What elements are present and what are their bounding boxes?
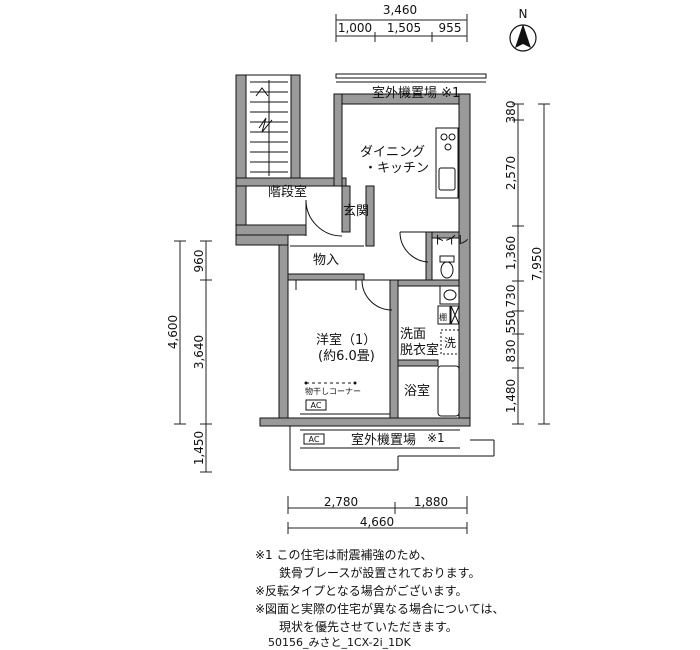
label-outdoor-unit-top: 室外機置場 ※1 [372,85,460,101]
label-shelf: 棚 [439,312,447,322]
label-toilet: トイレ [433,233,469,247]
dim-right-part-7: 1,480 [504,379,518,413]
dim-top-part-1: 1,000 [338,21,372,35]
dim-left-part-1: 960 [192,250,206,273]
balcony-top: 室外機置場 ※1 [335,73,487,101]
footnote-2: 鉄骨ブレースが設置されております。 [255,566,481,580]
label-dining-kitchen-2: ・キッチン [364,161,429,176]
storage: 物入 [290,245,364,290]
washroom: 洗面 脱衣室 棚 洗 [400,285,460,358]
dim-top-part-3: 955 [439,21,462,35]
dim-right-part-6: 830 [504,340,518,363]
apartment-walls [235,93,471,427]
washer-icon [440,329,460,355]
dim-bottom-part-1: 2,780 [324,495,358,509]
label-drying-corner: 物干しコーナー [305,386,361,396]
label-western-room-1: 洋室（1） [316,332,376,348]
toilet: トイレ [399,231,469,279]
bottom-dimensions: 2,780 1,880 4,660 [287,495,468,534]
dim-right-part-2: 2,570 [504,156,518,190]
dim-right-part-4: 730 [504,285,518,308]
right-dimensions: 380 2,570 1,360 730 550 830 1,480 7,950 [504,101,550,425]
dim-right-total: 7,950 [530,247,544,281]
label-outdoor-unit-bottom-note: ※1 [427,431,445,445]
label-dining-kitchen-1: ダイニング [360,145,425,160]
dim-left-part-2: 3,640 [192,335,206,369]
stairwell: 階段室 [235,74,347,236]
label-western-room-2: (約6.0畳) [318,349,375,364]
bathroom: 浴室 [404,365,460,417]
label-bathroom: 浴室 [404,383,430,399]
plan-code: 50156_みさと_1CX-2i_1DK [268,636,411,649]
label-stairwell: 階段室 [268,184,307,200]
top-dimensions: 3,460 1,000 1,505 955 [335,3,468,42]
dim-right-part-5: 550 [504,311,518,334]
left-dimensions: 4,600 960 3,640 1,450 [166,240,212,473]
dim-top-total: 3,460 [383,3,417,17]
toilet-icon [439,255,455,279]
compass-north-icon: N [509,7,537,52]
dim-bottom-part-2: 1,880 [414,495,448,509]
sink-icon [438,167,456,191]
dim-left-part-3: 1,450 [192,431,206,465]
dim-top-part-2: 1,505 [387,21,421,35]
label-entrance: 玄関 [343,204,369,219]
stair-treads [250,80,288,176]
footnote-4: ※図面と実際の住宅が異なる場合については、 [255,602,505,616]
footnotes: ※1 この住宅は耐震補強のため、 鉄骨ブレースが設置されております。 ※反転タイ… [255,546,685,636]
footnote-1: ※1 この住宅は耐震補強のため、 [255,548,433,562]
footnote-3: ※反転タイプとなる場合がございます。 [255,584,468,598]
footnote-5: 現状を優先させていただきます。 [255,620,458,634]
label-storage: 物入 [313,253,339,268]
label-outdoor-unit-bottom: 室外機置場 [351,432,416,448]
entrance: 玄関 [305,199,369,237]
label-ac-lower: AC [309,435,320,444]
label-washroom-1: 洗面 [400,327,426,342]
dim-bottom-total: 4,660 [360,515,394,529]
western-room: 洋室（1） (約6.0畳) 物干しコーナー AC [300,279,393,415]
dining-kitchen: ダイニング ・キッチン [360,127,459,199]
balcony-bottom: AC 室外機置場 ※1 [289,426,495,471]
label-ac-upper: AC [311,401,322,410]
label-washer: 洗 [444,336,456,350]
compass-label: N [519,7,528,21]
bathtub-icon [437,365,460,417]
stove-icon [440,133,456,151]
dim-right-part-1: 380 [504,101,518,124]
dim-right-part-3: 1,360 [504,236,518,270]
entrance-door-swing [305,199,343,237]
washbasin-icon [443,289,457,301]
dim-left-total: 4,600 [166,315,180,349]
label-washroom-2: 脱衣室 [400,342,439,358]
